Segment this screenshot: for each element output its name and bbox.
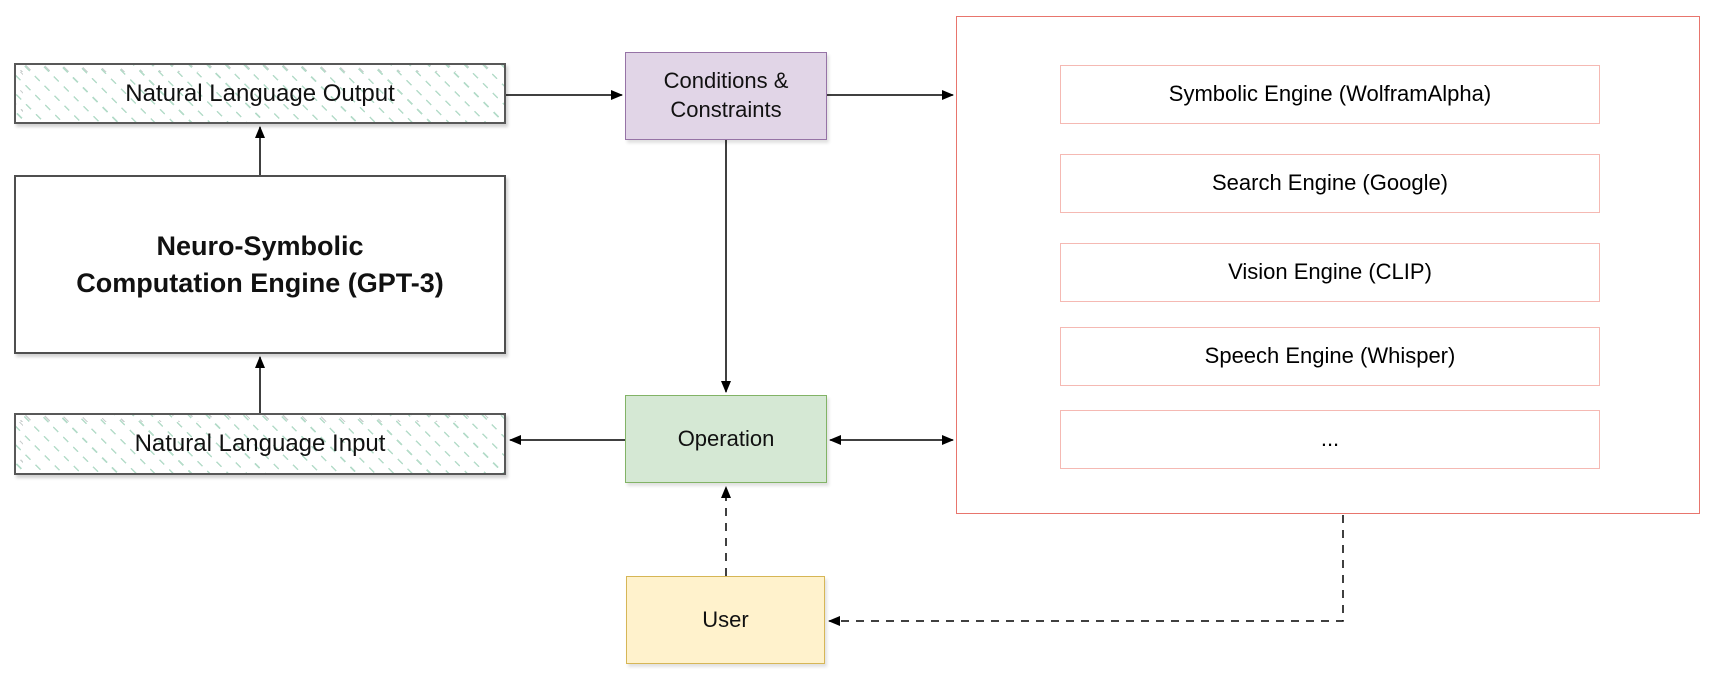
search-engine-label: Search Engine (Google) <box>1211 170 1449 196</box>
speech-engine-box: Speech Engine (Whisper) <box>1060 327 1600 386</box>
natural-language-output-box: Natural Language Output <box>14 63 506 124</box>
operation-box: Operation <box>625 395 827 483</box>
user-label: User <box>702 606 749 632</box>
conditions-constraints-box: Conditions & Constraints <box>625 52 827 140</box>
natural-language-input-label: Natural Language Input <box>134 430 386 458</box>
more-engines-label: ... <box>1320 426 1340 452</box>
conditions-constraints-label-line2: Constraints <box>670 97 782 122</box>
natural-language-output-label: Natural Language Output <box>125 79 395 107</box>
search-engine-box: Search Engine (Google) <box>1060 154 1600 213</box>
symbolic-engine-label: Symbolic Engine (WolframAlpha) <box>1168 81 1492 107</box>
operation-label: Operation <box>677 425 775 451</box>
natural-language-input-box: Natural Language Input <box>14 413 506 475</box>
vision-engine-label: Vision Engine (CLIP) <box>1228 259 1432 285</box>
neuro-symbolic-engine-title-line1: Neuro-Symbolic <box>156 231 364 262</box>
more-engines-box: ... <box>1060 410 1600 469</box>
conditions-constraints-label-line1: Conditions & <box>663 68 789 94</box>
symbolic-engine-box: Symbolic Engine (WolframAlpha) <box>1060 65 1600 124</box>
neuro-symbolic-engine-title-line2: Computation Engine (GPT-3) <box>76 267 444 298</box>
speech-engine-label: Speech Engine (Whisper) <box>1204 343 1456 369</box>
user-box: User <box>626 576 825 664</box>
vision-engine-box: Vision Engine (CLIP) <box>1060 243 1600 302</box>
dashed-arrow-panel-to-user <box>828 515 1344 626</box>
neuro-symbolic-engine-box: Neuro-Symbolic Computation Engine (GPT-3… <box>14 175 506 354</box>
